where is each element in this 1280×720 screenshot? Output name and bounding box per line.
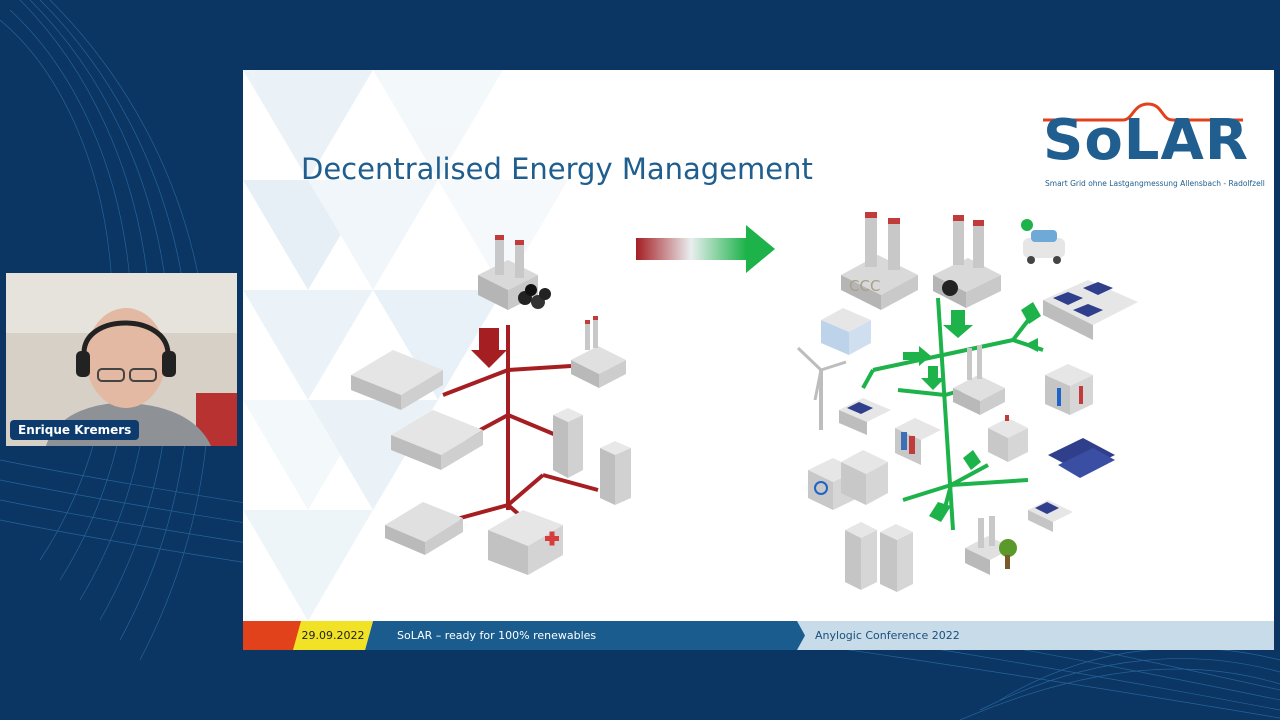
factory-small	[571, 316, 626, 388]
coal-plant-icon	[478, 235, 551, 310]
logo-subtitle: Smart Grid ohne Lastgangmessung Allensba…	[1045, 179, 1265, 188]
footer-red-band	[243, 621, 303, 650]
footer-conference: Anylogic Conference 2022	[797, 621, 1274, 650]
footer-date: 29.09.2022	[293, 621, 373, 650]
small-factory-right	[953, 345, 1005, 415]
solar-building-icon	[841, 450, 888, 505]
factory-halls	[385, 502, 463, 555]
logo-wave	[1043, 102, 1243, 122]
transition-arrow	[636, 225, 775, 273]
down-arrow-icon	[471, 328, 507, 368]
slide-title: Decentralised Energy Management	[301, 152, 813, 186]
hydrogen-unit-icon	[821, 308, 871, 355]
central-grid	[442, 325, 599, 522]
house-group-2	[391, 410, 483, 470]
flow-arrows	[903, 302, 1041, 522]
home-battery-icon	[988, 415, 1028, 462]
ccc-label: CCC	[849, 277, 880, 295]
house-group-1	[351, 350, 443, 410]
slide-footer: Anylogic Conference 2022 SoLAR – ready f…	[243, 621, 1274, 650]
ccc-plant-icon: CCC	[841, 212, 918, 310]
smart-grid	[861, 297, 1044, 531]
logo-text: SoLAR	[1043, 108, 1249, 173]
footer-tagline: SoLAR – ready for 100% renewables	[365, 621, 805, 650]
solar-field-icon	[1048, 438, 1115, 478]
storage-rack-icon	[895, 418, 941, 465]
battery-storage-icon	[1045, 364, 1093, 415]
wind-turbine-icon	[796, 346, 847, 430]
biomass-plant-icon	[965, 516, 1017, 575]
small-solar-roof-icon	[1028, 500, 1073, 532]
apartment-blocks-icon	[845, 522, 913, 592]
participant-video[interactable]	[6, 273, 237, 446]
gas-plant-icon	[933, 215, 1001, 308]
solar-logo: SoLAR Smart Grid ohne Lastgangmessung Al…	[1043, 100, 1265, 195]
solar-roofs-icon	[1043, 280, 1138, 340]
presentation-slide: CCC	[243, 70, 1274, 650]
participant-video-frame	[6, 273, 237, 446]
electric-car-icon	[1021, 219, 1065, 264]
participant-name-tag: Enrique Kremers	[10, 420, 140, 440]
solar-house-icon	[839, 398, 891, 435]
tower-block-1	[553, 408, 583, 478]
hospital-icon	[488, 510, 563, 575]
tower-block-2	[600, 441, 631, 505]
slide-artwork: CCC	[243, 70, 1138, 621]
